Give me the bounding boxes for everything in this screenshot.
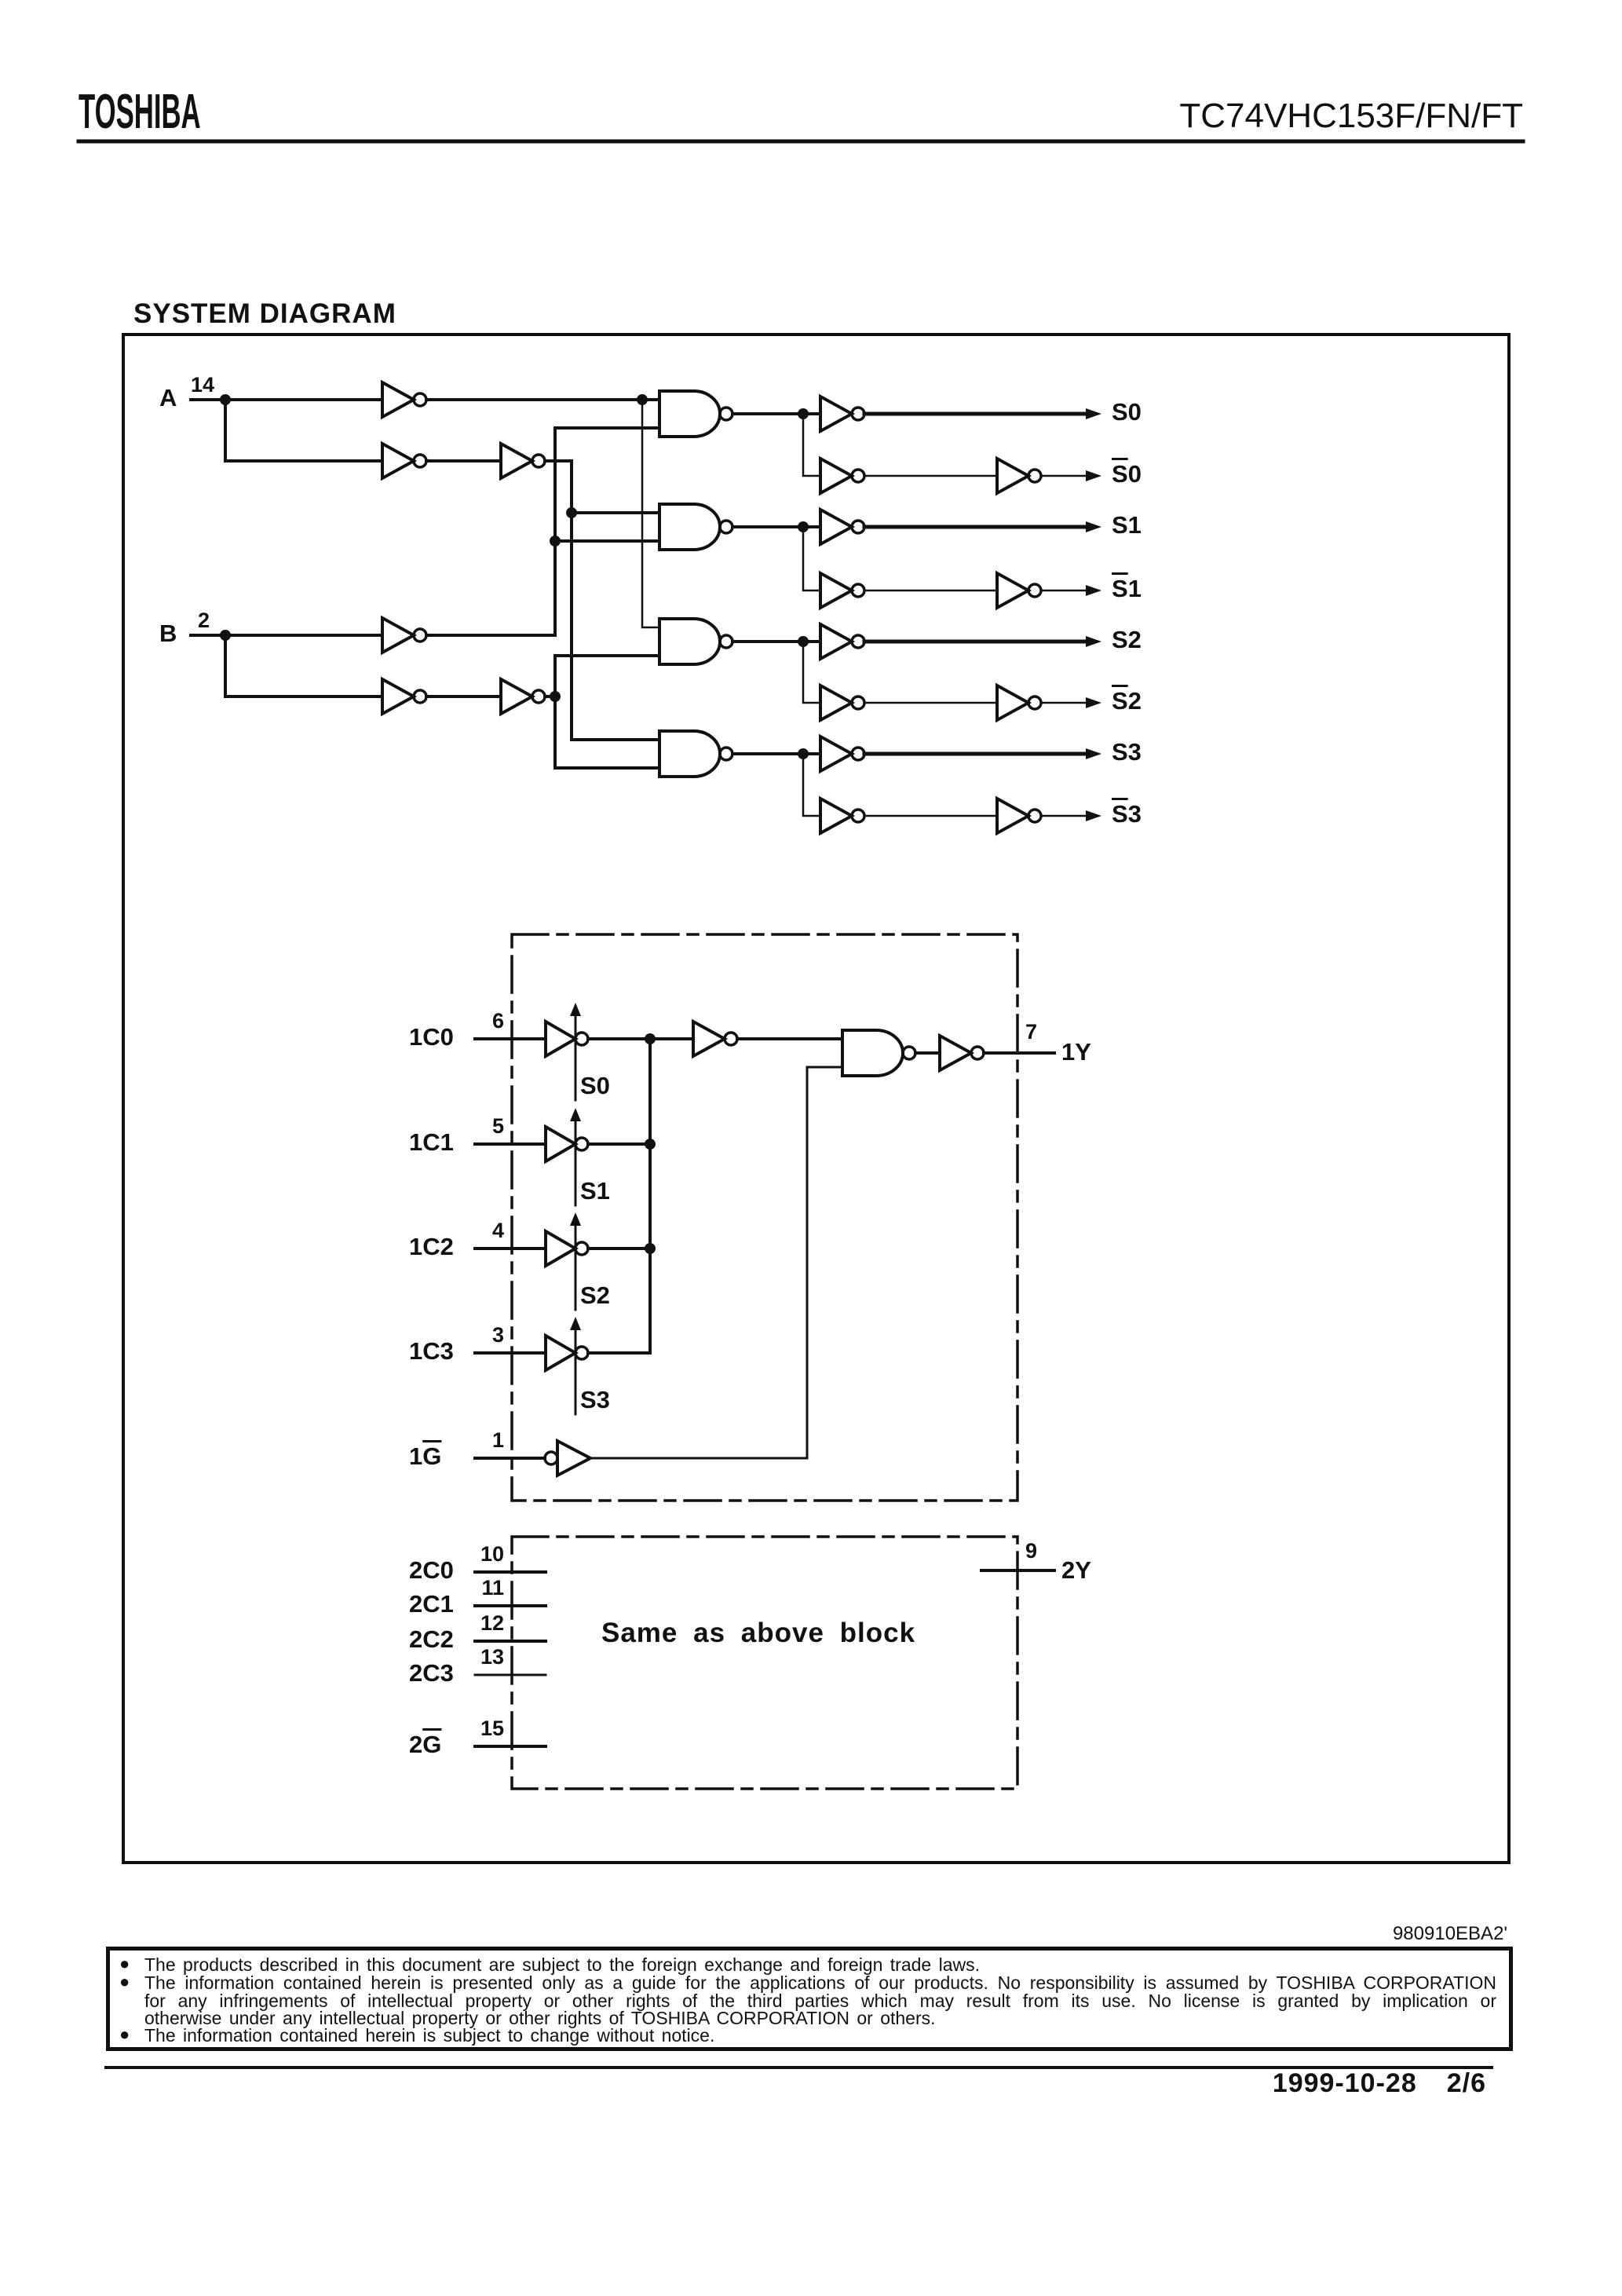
mux2-enable-label: 2G (409, 1731, 442, 1758)
page-number: 2/6 (1446, 2068, 1486, 2098)
same-as-above-note: Same as above block (601, 1618, 916, 1648)
bullet-icon: ● (119, 1972, 130, 1991)
doc-code: 980910EBA2' (1392, 1923, 1507, 1944)
mux2-2c1-label: 2C1 (409, 1590, 454, 1618)
mux1-wires (473, 1037, 1056, 1460)
mux1-output-label: 1Y (1061, 1038, 1091, 1066)
mux1-pin-6: 6 (491, 1009, 504, 1033)
mux1-1c2-label: 1C2 (409, 1233, 454, 1260)
legal-line-3: for any infringements of intellectual pr… (144, 1991, 1496, 2011)
toshiba-logo: TOSHIBA (79, 85, 201, 139)
decoder-wires (189, 398, 1090, 817)
input-b-label: B (159, 620, 177, 647)
select-arrowheads (1086, 408, 1101, 821)
mux2-pin-10: 10 (480, 1542, 504, 1566)
mux1-pin-1: 1 (491, 1428, 504, 1452)
legal-line-2: The information contained herein is pres… (144, 1972, 1496, 1993)
select-s1bar-label: S1 (1112, 575, 1142, 602)
mux2-2c2-label: 2C2 (409, 1625, 454, 1653)
mux2-pin-11: 11 (481, 1576, 504, 1600)
input-a-pin: 14 (191, 373, 215, 397)
legal-line-4: otherwise under any intellectual propert… (144, 2008, 936, 2028)
bullet-icon: ● (119, 2024, 130, 2044)
mux1-sel-s3-label: S3 (580, 1386, 610, 1413)
mux2-dashed-box (510, 1535, 1019, 1790)
mux1-pin-4: 4 (491, 1219, 504, 1242)
select-s0-label: S0 (1112, 398, 1142, 426)
mux1-gates (543, 1003, 985, 1479)
decoder-gates (381, 379, 1101, 836)
mux2-wires (473, 1569, 1056, 1748)
mux1-dashed-box (510, 933, 1019, 1502)
select-s3-label: S3 (1112, 738, 1142, 766)
mux2-pin-9: 9 (1025, 1539, 1038, 1563)
section-heading: SYSTEM DIAGRAM (133, 298, 396, 329)
mux1-pin-7: 7 (1025, 1020, 1038, 1044)
mux2-output-label: 2Y (1061, 1556, 1091, 1584)
select-s3bar-label: S3 (1112, 800, 1142, 828)
select-s2-label: S2 (1112, 626, 1142, 653)
mux1-pin-3: 3 (491, 1323, 504, 1347)
input-a-label: A (159, 384, 177, 411)
page-rules (76, 139, 1525, 2069)
date-page-line: 1999-10-28 2/6 (1273, 2070, 1486, 2097)
page-title: TC74VHC153F/FN/FT (1179, 97, 1523, 135)
select-s1-label: S1 (1112, 511, 1142, 539)
bullet-icon: ● (119, 1954, 130, 1973)
mux2-2c3-label: 2C3 (409, 1659, 454, 1687)
diagram-border (122, 333, 1511, 1864)
junction-dots (220, 394, 809, 1254)
mux1-1c0-label: 1C0 (409, 1023, 454, 1051)
mux2-pin-13: 13 (480, 1645, 504, 1669)
mux1-enable-label: 1G (409, 1442, 442, 1470)
mux1-1c3-label: 1C3 (409, 1337, 454, 1365)
select-s0bar-label: S0 (1112, 460, 1142, 488)
input-b-pin: 2 (198, 609, 210, 632)
mux1-sel-s1-label: S1 (580, 1177, 610, 1205)
mux1-sel-s2-label: S2 (580, 1281, 610, 1309)
doc-date: 1999-10-28 (1272, 2068, 1417, 2098)
mux1-sel-s0-label: S0 (580, 1072, 610, 1099)
mux1-pin-5: 5 (491, 1114, 504, 1138)
legal-line-5: The information contained herein is subj… (144, 2025, 715, 2046)
mux2-2c0-label: 2C0 (409, 1556, 454, 1584)
nand-gates (658, 389, 734, 778)
legal-notice-box: ● ● ● The products described in this doc… (106, 1947, 1513, 2051)
mux1-1c1-label: 1C1 (409, 1128, 454, 1156)
select-output-inverters (819, 393, 1043, 836)
select-s2bar-label: S2 (1112, 687, 1142, 715)
mux2-pin-15: 15 (480, 1717, 504, 1740)
mux2-pin-12: 12 (480, 1611, 504, 1635)
legal-line-1: The products described in this document … (144, 1954, 980, 1975)
